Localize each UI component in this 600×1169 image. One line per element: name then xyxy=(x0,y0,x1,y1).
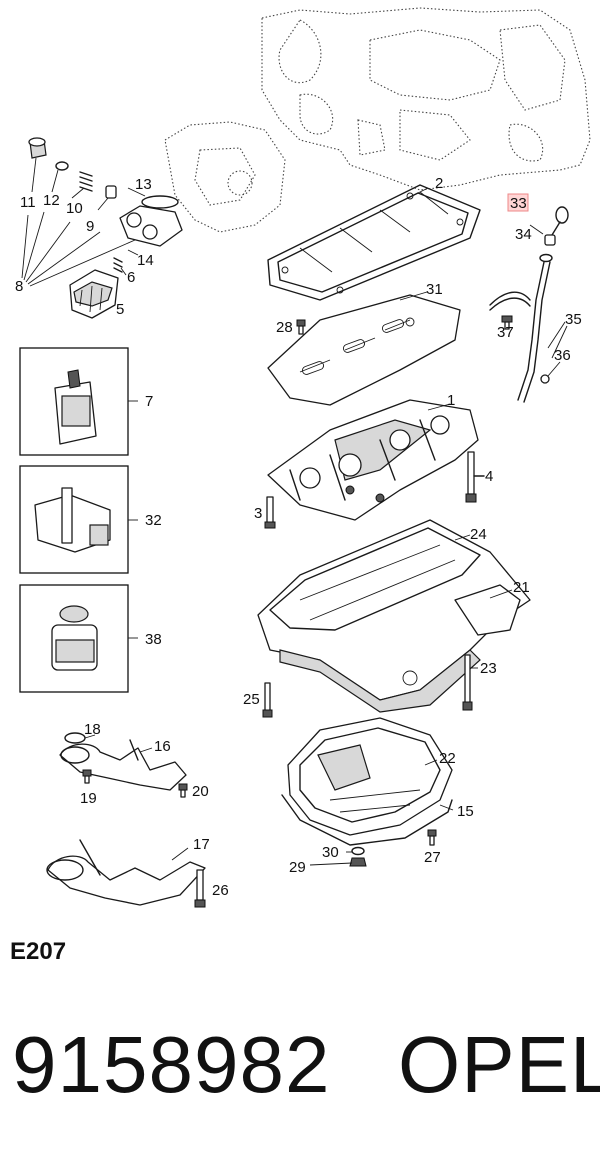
engine-block-outline xyxy=(164,7,591,233)
part-10-spring xyxy=(79,171,93,192)
leader-lines xyxy=(21,157,568,866)
part-32-box xyxy=(19,465,129,574)
callout-26: 26 xyxy=(212,882,229,899)
part-7-box xyxy=(19,347,129,456)
diagram-code: E207 xyxy=(10,938,67,965)
part-12-oring xyxy=(55,161,69,171)
callout-24: 24 xyxy=(470,526,487,543)
part-22-lower-oil-pan xyxy=(287,717,453,836)
callout-32: 32 xyxy=(145,512,162,529)
part-29-drain-plug xyxy=(349,857,367,867)
callout-33-highlight xyxy=(507,193,529,212)
callout-34: 34 xyxy=(515,226,532,243)
callout-31: 31 xyxy=(426,281,443,298)
part-24-upper-oil-pan xyxy=(257,519,531,713)
callout-35: 35 xyxy=(565,311,582,328)
part-3-bolt xyxy=(264,496,276,529)
part-30-drain-washer xyxy=(351,846,365,856)
callout-21: 21 xyxy=(513,579,530,596)
callout-28: 28 xyxy=(276,319,293,336)
callout-22: 22 xyxy=(439,750,456,767)
brand-name: OPEL xyxy=(398,1020,600,1109)
part-36-bracket xyxy=(540,374,550,384)
part-9-plug xyxy=(105,185,117,199)
callout-11: 11 xyxy=(20,194,36,211)
callout-23: 23 xyxy=(480,660,497,677)
part-5-oil-filter xyxy=(69,269,119,319)
callout-5: 5 xyxy=(116,301,124,318)
callout-33: 33 xyxy=(510,195,527,212)
part-13-gasket xyxy=(141,195,179,209)
callout-18: 18 xyxy=(84,721,101,738)
callout-13: 13 xyxy=(135,176,152,193)
part-18-oring xyxy=(64,732,86,744)
part-27-bolt xyxy=(427,829,437,846)
part-11-cap xyxy=(28,137,47,159)
part-2-oil-pan-gasket xyxy=(267,184,481,301)
callout-labels: 1 2 3 4 5 6 7 8 9 10 11 12 13 14 15 16 1… xyxy=(15,175,582,899)
part-6-nipple xyxy=(113,257,123,273)
part-33-dipstick xyxy=(551,206,569,236)
part-17-oil-pickup-tube xyxy=(46,839,206,906)
part-16-oil-pickup-tube xyxy=(59,739,187,791)
part-4-bolt xyxy=(465,451,485,503)
part-26-bolt xyxy=(194,869,206,908)
part-37-bolt xyxy=(501,315,513,330)
callout-12: 12 xyxy=(43,192,60,209)
callout-29: 29 xyxy=(289,859,306,876)
callout-17: 17 xyxy=(193,836,210,853)
part-15-lower-pan-gasket xyxy=(281,794,453,846)
part-23-bolt xyxy=(462,654,473,711)
callout-1: 1 xyxy=(447,392,455,409)
callout-16: 16 xyxy=(154,738,171,755)
part-19-bolt xyxy=(82,769,92,784)
callout-9: 9 xyxy=(86,218,94,235)
callout-2: 2 xyxy=(435,175,443,192)
callout-8: 8 xyxy=(15,278,23,295)
callout-37: 37 xyxy=(497,324,514,341)
part-number: 9158982 xyxy=(12,1020,331,1109)
callout-38: 38 xyxy=(145,631,162,648)
callout-19: 19 xyxy=(80,790,97,807)
callout-30: 30 xyxy=(322,844,339,861)
part-28-bolt xyxy=(296,319,306,335)
callout-36: 36 xyxy=(554,347,571,364)
callout-20: 20 xyxy=(192,783,209,800)
callout-3: 3 xyxy=(254,505,262,522)
part-20-bolt xyxy=(178,783,188,798)
part-14-filter-housing xyxy=(119,205,183,247)
callout-7: 7 xyxy=(145,393,153,410)
part-31-baffle-plate xyxy=(267,294,461,406)
callout-15: 15 xyxy=(457,803,474,820)
part-34-seal xyxy=(539,234,556,263)
part-38-box xyxy=(19,584,129,693)
part-25-bolt xyxy=(262,682,273,718)
callout-27: 27 xyxy=(424,849,441,866)
part-35-dipstick-tube xyxy=(489,261,551,403)
callout-6: 6 xyxy=(127,269,135,286)
callout-25: 25 xyxy=(243,691,260,708)
callout-4: 4 xyxy=(485,468,493,485)
part-1-balance-shaft-unit xyxy=(267,399,479,521)
callout-14: 14 xyxy=(137,252,154,269)
callout-10: 10 xyxy=(66,200,83,217)
